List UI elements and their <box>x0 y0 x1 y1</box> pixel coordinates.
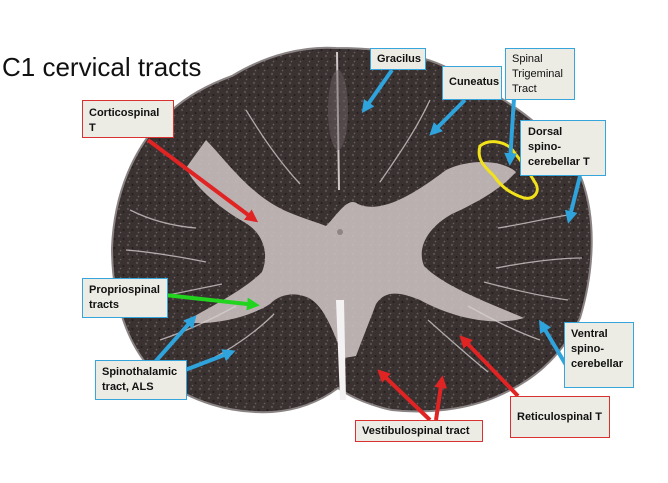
label-cuneatus: Cuneatus <box>442 66 502 100</box>
green-arrow-icon <box>164 293 260 311</box>
red-arrow-icon <box>146 138 259 223</box>
label-corticospinal: Corticospinal T <box>82 100 174 138</box>
red-arrow-icon <box>434 375 448 421</box>
grey-matter <box>184 140 524 358</box>
label-dorsal-spinocerebellar: Dorsal spino- cerebellar T <box>520 120 606 176</box>
label-spinal-trigeminal: Spinal Trigeminal Tract <box>505 48 575 100</box>
label-gracilus: Gracilus <box>370 48 426 70</box>
page-title: C1 cervical tracts <box>2 52 202 82</box>
blue-arrow-icon <box>179 349 236 374</box>
label-ventral-spinocerebellar: Ventral spino- cerebellar <box>564 322 634 388</box>
red-arrow-icon <box>459 335 520 398</box>
label-vestibulospinal: Vestibulospinal tract <box>355 420 483 442</box>
arrows <box>146 68 582 422</box>
blue-arrow-icon <box>429 98 467 136</box>
label-reticulospinal: Reticulospinal T <box>510 396 610 438</box>
red-arrow-icon <box>377 369 432 422</box>
blue-arrow-icon <box>539 319 568 367</box>
label-propriospinal: Propriospinal tracts <box>82 278 168 318</box>
blue-arrow-icon <box>504 97 517 166</box>
label-spinothalamic: Spinothalamic tract, ALS <box>95 360 187 400</box>
median-fissure <box>336 300 346 400</box>
blue-arrow-icon <box>564 175 582 224</box>
central-canal <box>337 229 343 235</box>
cord-section <box>110 46 593 414</box>
blue-arrow-icon <box>153 315 197 364</box>
blue-arrow-icon <box>361 68 394 114</box>
